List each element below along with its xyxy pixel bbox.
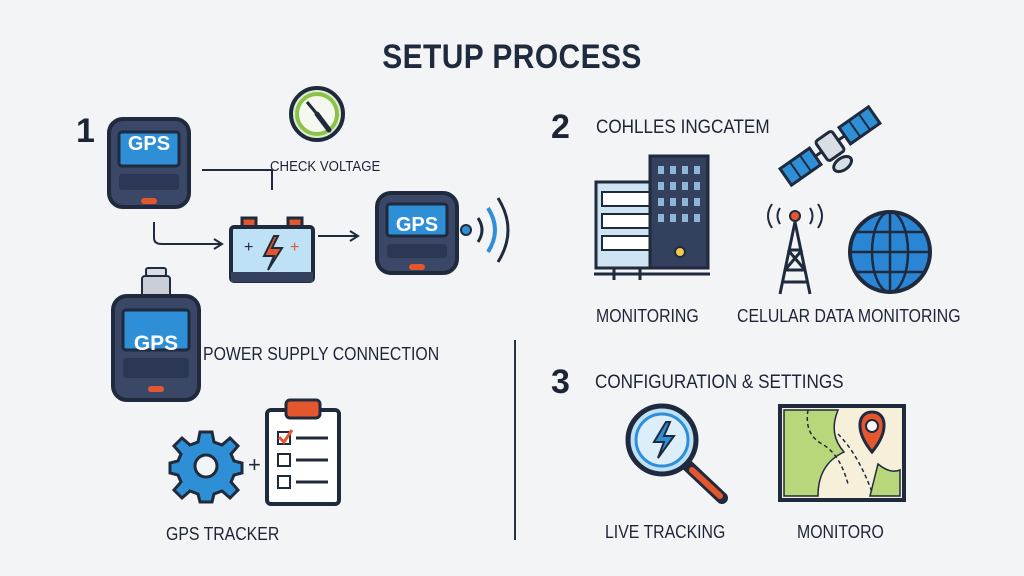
gps-device-icon (107, 117, 191, 209)
checklist-clipboard-icon (265, 398, 341, 506)
battery-icon: + + (229, 216, 315, 283)
gps-device-label: GPS (395, 214, 439, 236)
section-divider (514, 340, 516, 540)
gps-power-device-icon (111, 267, 201, 402)
step-2-number: 2 (551, 108, 570, 146)
monitoro-label: MONITORO (797, 522, 884, 542)
step-3-number: 3 (551, 363, 570, 401)
cell-tower-icon (767, 203, 823, 295)
globe-icon (848, 210, 932, 294)
cellular-data-label: CELULAR DATA MONITORING (737, 306, 961, 326)
plus-sign: + (248, 452, 261, 477)
power-supply-label: POWER SUPPLY CONNECTION (203, 344, 440, 364)
satellite-icon (777, 104, 883, 188)
page-title: SETUP PROCESS (382, 38, 642, 76)
step-1-number: 1 (76, 112, 95, 150)
step-3-heading: CONFIGURATION & SETTINGS (595, 372, 844, 393)
map-pin-icon (778, 404, 906, 502)
signal-waves-icon (460, 197, 510, 263)
gps-device-label: GPS (127, 133, 171, 155)
gps-device-icon (375, 191, 459, 275)
live-tracking-label: LIVE TRACKING (605, 522, 726, 542)
connector-lines (153, 169, 360, 250)
gps-device-label: GPS (133, 332, 179, 355)
voltage-gauge-icon (289, 86, 345, 142)
server-icon (594, 154, 710, 280)
monitoring-label: MONITORING (596, 306, 699, 326)
gear-icon (168, 430, 244, 504)
svg-text:+: + (290, 239, 299, 256)
step-2-heading: COHLLES INGCATEM (596, 117, 770, 138)
gps-tracker-label: GPS TRACKER (166, 524, 280, 544)
svg-text:+: + (244, 239, 253, 256)
check-voltage-label: CHECK VOLTAGE (270, 158, 381, 175)
magnifier-lightning-icon (625, 403, 728, 504)
